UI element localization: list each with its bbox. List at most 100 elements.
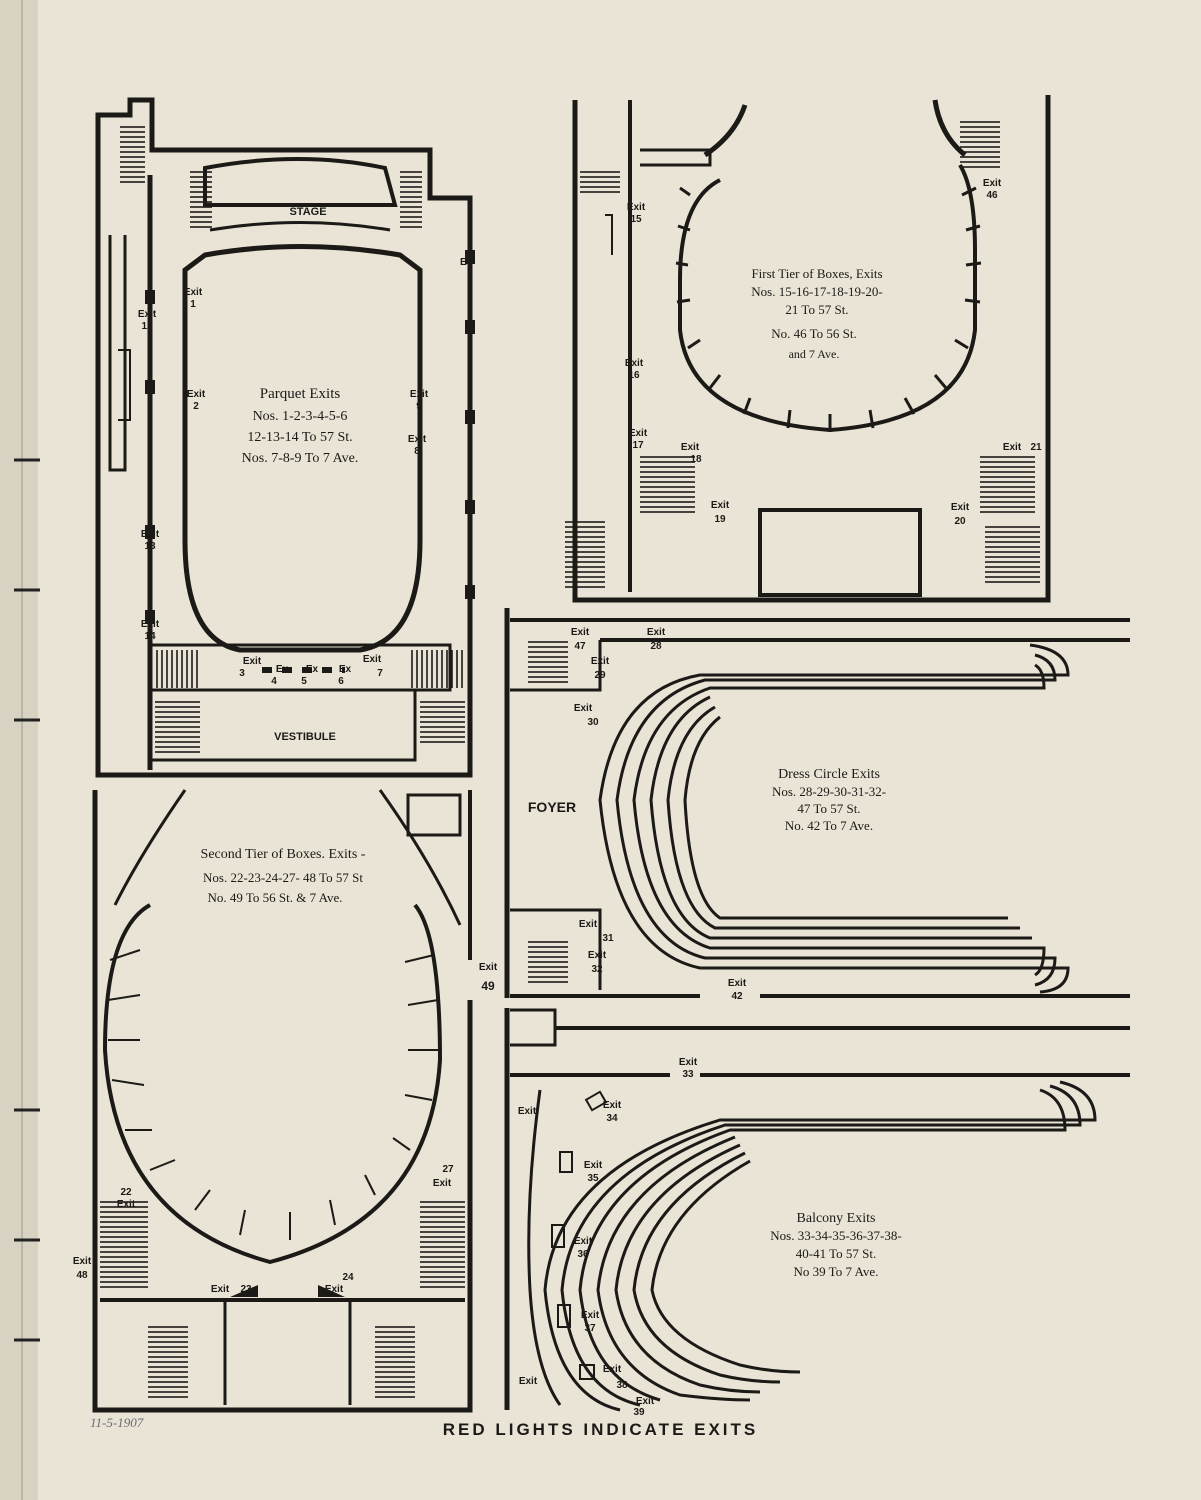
- exit-label-number: 16: [628, 370, 640, 381]
- second-tier-title-line-1: Second Tier of Boxes. Exits -: [201, 847, 366, 862]
- exit-label-number: 42: [731, 991, 743, 1002]
- second-tier-plan: Second Tier of Boxes. Exits - Nos. 22-23…: [73, 789, 498, 1413]
- exit-label-word: Exit: [243, 656, 262, 667]
- exit-label-word: Exit: [518, 1106, 537, 1117]
- exit-label-word: Exit: [1003, 442, 1022, 453]
- exit-label-number: 28: [650, 641, 662, 652]
- stair-hatching: [100, 1200, 465, 1400]
- exit-label-word: Exit: [625, 358, 644, 369]
- exit-label-number: 47: [574, 641, 586, 652]
- exit-label-word: Exit: [141, 529, 160, 540]
- exit-label-number: 38: [616, 1380, 628, 1391]
- exit-label-word: Exit: [574, 703, 593, 714]
- exit-label-number: 14: [144, 631, 156, 642]
- dress-circle-rows: [598, 643, 1070, 994]
- exit-label-word: Exit: [603, 1364, 622, 1375]
- exit-label-number: 21: [1030, 442, 1042, 453]
- binding-stitches: [14, 458, 40, 1342]
- exit-label-word: Exit: [479, 962, 498, 973]
- balcony-title: Balcony Exits Nos. 33-34-35-36-37-38- 40…: [770, 1211, 901, 1279]
- exit-label-number: 48: [76, 1270, 88, 1281]
- parquet-plan: STAGE VESTIBULE E Parquet Exits Nos. 1-2…: [95, 97, 475, 778]
- dress-circle-plan: FOYER Dress Circle Exits Nos. 28-29-30-3…: [504, 608, 1130, 1002]
- box-partitions: [107, 949, 439, 1240]
- exit-label-word: Exit: [325, 1284, 344, 1295]
- exit-label-number: 33: [682, 1069, 694, 1080]
- exit-label-word: Exit: [579, 919, 598, 930]
- balcony-rows: [527, 1080, 1097, 1412]
- exit-label-number: 29: [594, 670, 606, 681]
- vestibule-label: VESTIBULE: [274, 731, 336, 743]
- balcony-title-line-1: Balcony Exits: [797, 1211, 876, 1226]
- exit-label-number: 30: [587, 717, 599, 728]
- exit-label-word: Exit: [211, 1284, 230, 1295]
- exit-label-word: Exit: [711, 500, 730, 511]
- exit-label-number: 24: [342, 1272, 354, 1283]
- parquet-title-line-3: 12-13-14 To 57 St.: [247, 430, 352, 445]
- parquet-title-line-4: Nos. 7-8-9 To 7 Ave.: [242, 451, 359, 466]
- exit-label-word: Exit: [681, 442, 700, 453]
- second-tier-title: Second Tier of Boxes. Exits - Nos. 22-23…: [201, 847, 366, 905]
- exit-label-number: 5: [301, 676, 307, 687]
- exit-label-word: Ex: [339, 664, 352, 675]
- exit-label-word: Exit: [117, 1199, 136, 1210]
- dress-circle-title-line-1: Dress Circle Exits: [778, 767, 880, 782]
- exit-label-word: Exit: [187, 389, 206, 400]
- parquet-title: Parquet Exits Nos. 1-2-3-4-5-6 12-13-14 …: [242, 386, 359, 466]
- exit-label-word: Ex: [306, 664, 319, 675]
- wall-exit-marks: [145, 250, 475, 673]
- exit-label-number: 37: [584, 1323, 596, 1334]
- first-tier-title-line-4: No. 46 To 56 St.: [771, 326, 857, 341]
- footer-legend: RED LIGHTS INDICATE EXITS: [442, 1420, 759, 1439]
- exit-label-number: 17: [632, 440, 644, 451]
- exit-label-word: Exit: [647, 627, 666, 638]
- exit-label-word: Exit: [141, 619, 160, 630]
- exit-label-word: Exit: [603, 1100, 622, 1111]
- first-tier-title-line-1: First Tier of Boxes, Exits: [751, 266, 882, 281]
- exit-label-word: Exit: [581, 1310, 600, 1321]
- stair-hatching: [528, 640, 568, 985]
- exit-label-word: Exit: [408, 434, 427, 445]
- exit-label-word: Exit: [584, 1160, 603, 1171]
- exit-label-word: Exit: [728, 978, 747, 989]
- exit-label-number: 13: [144, 541, 156, 552]
- exit-label-word: Exit: [627, 202, 646, 213]
- parquet-title-line-2: Nos. 1-2-3-4-5-6: [253, 409, 348, 424]
- exit-label-number: 6: [338, 676, 344, 687]
- exit-label-number: 27: [442, 1164, 454, 1175]
- exit-label-number: 20: [954, 516, 966, 527]
- exit-label-number: 2: [193, 401, 199, 412]
- exit-label-word: Exit: [410, 389, 429, 400]
- exit-label-number: 12: [141, 321, 153, 332]
- first-tier-title-line-5: and 7 Ave.: [789, 347, 840, 361]
- exit-label-number: 15: [630, 214, 642, 225]
- exit-label-number: 3: [239, 668, 245, 679]
- exit-label-word: Exit: [983, 178, 1002, 189]
- exit-label-number: 36: [577, 1249, 589, 1260]
- exit-label-word: Exit: [184, 287, 203, 298]
- exit-label-word: Exit: [571, 627, 590, 638]
- exit-label-number: 8: [414, 446, 420, 457]
- exit-label-number: 7: [377, 668, 383, 679]
- stair-hatching: [120, 125, 465, 755]
- second-tier-title-line-2: Nos. 22-23-24-27- 48 To 57 St: [203, 870, 363, 885]
- foyer-label: FOYER: [528, 799, 576, 815]
- first-tier-plan: First Tier of Boxes, Exits Nos. 15-16-17…: [565, 95, 1051, 603]
- balcony-title-line-4: No 39 To 7 Ave.: [794, 1264, 879, 1279]
- parquet-title-line-1: Parquet Exits: [260, 386, 341, 402]
- exit-label-number: 34: [606, 1113, 618, 1124]
- dress-circle-title-line-3: 47 To 57 St.: [797, 801, 860, 816]
- binding-edge: [0, 0, 38, 1500]
- exit-label-word: Exit: [591, 656, 610, 667]
- exit-label-word: Exit: [433, 1178, 452, 1189]
- first-tier-title: First Tier of Boxes, Exits Nos. 15-16-17…: [751, 266, 882, 361]
- exit-label-word: Exit: [574, 1236, 593, 1247]
- box-partitions: [675, 186, 982, 432]
- exit-label-number: 49: [481, 979, 495, 993]
- exit-label-number: 4: [271, 676, 277, 687]
- balcony-exit-doors: [551, 1090, 608, 1380]
